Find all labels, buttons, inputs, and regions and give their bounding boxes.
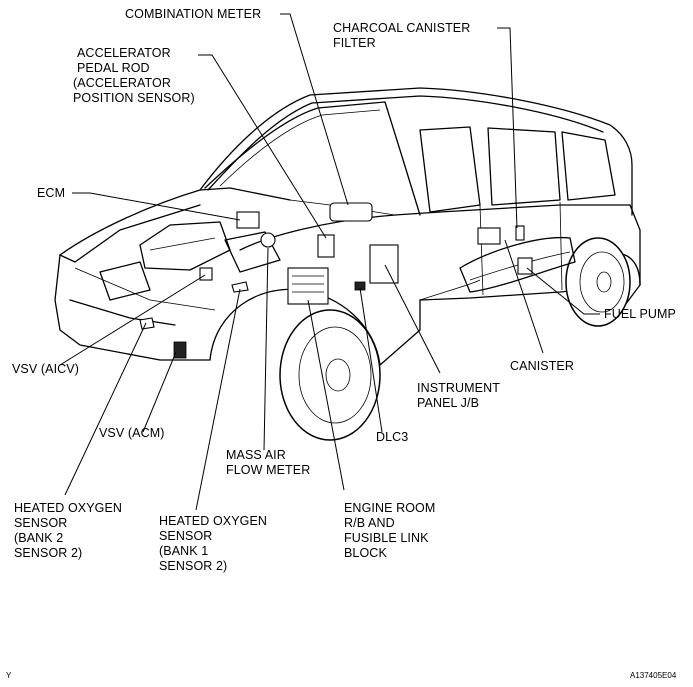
label-heated-oxygen-sensor-bank1-line: SENSOR 2) [159, 559, 228, 573]
label-mass-air-flow-meter-line: MASS AIR [226, 448, 286, 462]
label-charcoal-canister-filter-line: CHARCOAL CANISTER [333, 21, 471, 35]
canister-part [477, 227, 501, 245]
label-accelerator-pedal-rod-line: POSITION SENSOR) [73, 91, 195, 105]
label-instrument-panel-jb-line: INSTRUMENT [417, 381, 500, 395]
label-dlc3-line: DLC3 [376, 430, 409, 444]
label-mass-air-flow-meter-line: FLOW METER [226, 463, 311, 477]
instrument-panel-jb-part [369, 244, 399, 284]
label-vsv-aicv: VSV (AICV) [12, 362, 79, 377]
figure-id: A137405E04 [630, 671, 677, 680]
label-charcoal-canister-filter: CHARCOAL CANISTER FILTER [333, 21, 470, 51]
label-mass-air-flow-meter: MASS AIR FLOW METER [226, 448, 310, 478]
fuel-tank [419, 236, 576, 301]
vsv-acm-part [173, 341, 187, 359]
label-canister-line: CANISTER [510, 359, 575, 373]
label-heated-oxygen-sensor-bank1: HEATED OXYGEN SENSOR (BANK 1 SENSOR 2) [159, 514, 267, 574]
label-heated-oxygen-sensor-bank2: HEATED OXYGEN SENSOR (BANK 2 SENSOR 2) [14, 501, 122, 561]
label-combination-meter: COMBINATION METER [125, 7, 261, 22]
engine-room-rb-part [287, 267, 329, 305]
label-heated-oxygen-sensor-bank1-line: HEATED OXYGEN [159, 514, 268, 528]
label-heated-oxygen-sensor-bank2-line: HEATED OXYGEN [14, 501, 123, 515]
label-dlc3: DLC3 [376, 430, 408, 445]
label-heated-oxygen-sensor-bank1-line: SENSOR [159, 529, 213, 543]
label-engine-room-rb-line: BLOCK [344, 546, 387, 560]
label-combination-meter-line: COMBINATION METER [125, 7, 262, 21]
label-heated-oxygen-sensor-bank2-line: SENSOR [14, 516, 68, 530]
oxygen-sensor-bank2-part [139, 317, 155, 330]
label-vsv-aicv-line: VSV (AICV) [12, 362, 79, 376]
label-fuel-pump-line: FUEL PUMP [604, 307, 676, 321]
label-heated-oxygen-sensor-bank2-line: SENSOR 2) [14, 546, 83, 560]
label-ecm: ECM [37, 186, 65, 201]
vsv-aicv-part [199, 267, 213, 281]
label-accelerator-pedal-rod-line: PEDAL ROD [77, 61, 150, 75]
engine-bay [99, 221, 281, 301]
corner-code: Y [6, 671, 12, 680]
label-instrument-panel-jb: INSTRUMENT PANEL J/B [417, 381, 500, 411]
label-vsv-acm: VSV (ACM) [99, 426, 165, 441]
label-engine-room-rb-line: R/B AND [344, 516, 395, 530]
label-heated-oxygen-sensor-bank2-line: (BANK 2 [14, 531, 64, 545]
label-accelerator-pedal-rod: ACCELERATOR PEDAL ROD (ACCELERATOR POSIT… [73, 46, 195, 106]
label-engine-room-rb: ENGINE ROOM R/B AND FUSIBLE LINK BLOCK [344, 501, 435, 561]
oxygen-sensor-bank1-part [231, 281, 249, 293]
label-charcoal-canister-filter-line: FILTER [333, 36, 376, 50]
label-instrument-panel-jb-line: PANEL J/B [417, 396, 480, 410]
label-engine-room-rb-line: FUSIBLE LINK [344, 531, 429, 545]
label-engine-room-rb-line: ENGINE ROOM [344, 501, 436, 515]
combination-meter-part [329, 202, 373, 222]
rear-wheel [565, 237, 631, 327]
mass-air-flow-meter-part [260, 232, 276, 248]
label-accelerator-pedal-rod-line: (ACCELERATOR [73, 76, 171, 90]
label-accelerator-pedal-rod-line: ACCELERATOR [77, 46, 171, 60]
label-canister: CANISTER [510, 359, 574, 374]
leader-lines [59, 13, 600, 511]
fuel-pump-part [517, 257, 533, 275]
label-heated-oxygen-sensor-bank1-line: (BANK 1 [159, 544, 209, 558]
label-vsv-acm-line: VSV (ACM) [99, 426, 165, 440]
accelerator-pedal-rod-part [317, 234, 335, 258]
label-fuel-pump: FUEL PUMP [604, 307, 676, 322]
front-wheel [279, 309, 381, 441]
label-ecm-line: ECM [37, 186, 66, 200]
ecm-part [236, 211, 260, 229]
charcoal-canister-filter-part [515, 225, 525, 241]
